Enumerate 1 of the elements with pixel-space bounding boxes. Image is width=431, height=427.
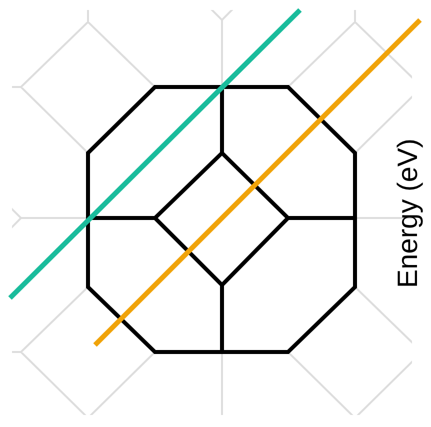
axis-label: Energy (eV) — [392, 138, 424, 288]
